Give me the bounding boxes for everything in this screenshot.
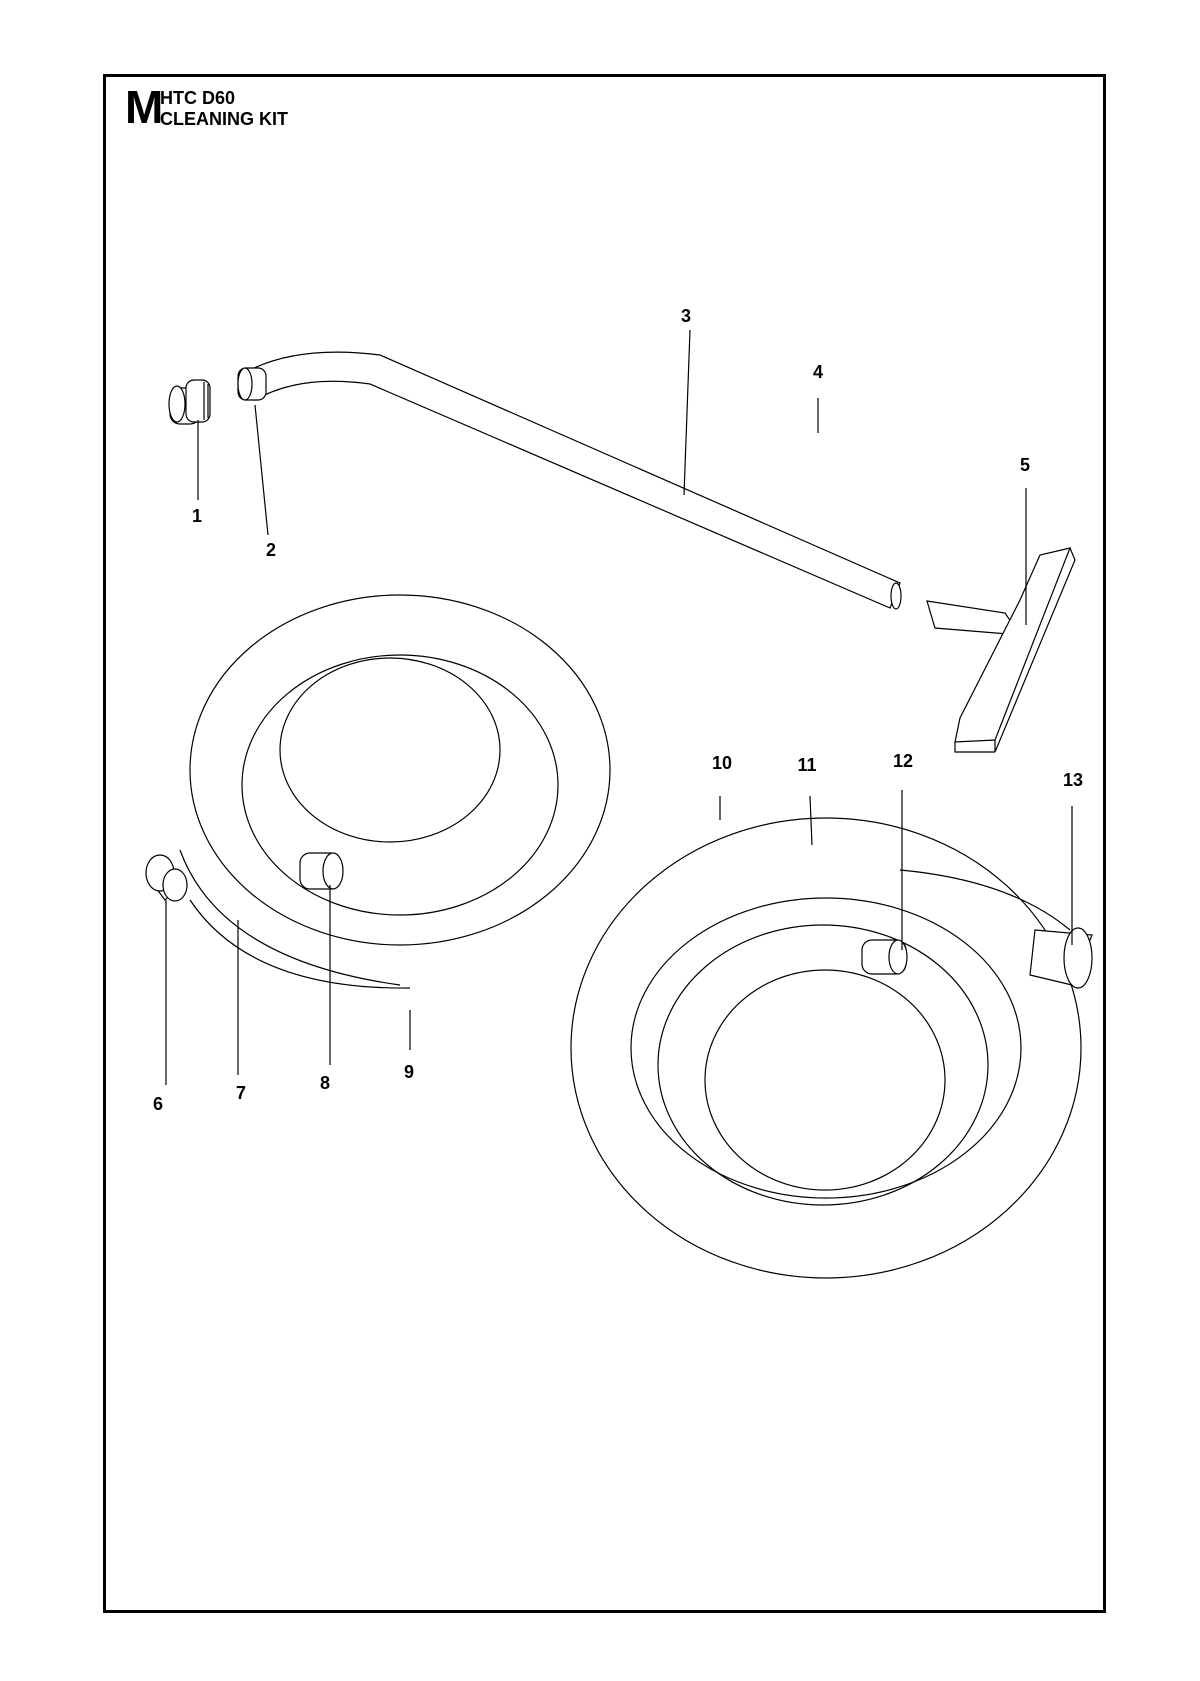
section-letter: M [125,81,164,133]
callout-9: 9 [404,1062,414,1082]
callout-numbers: 1 2 3 4 5 6 7 8 9 10 11 12 13 [153,306,1083,1114]
callout-5: 5 [1020,455,1030,475]
callout-12: 12 [893,751,913,771]
part-5-floor-nozzle [926,547,1076,753]
page-border [103,74,1106,1613]
callout-8: 8 [320,1073,330,1093]
callout-4: 4 [813,362,823,382]
callout-1: 1 [192,506,202,526]
hose-assembly-left [145,594,611,989]
callout-2: 2 [266,540,276,560]
callout-3: 3 [681,306,691,326]
part-2-cuff [237,367,267,401]
callout-7: 7 [236,1083,246,1103]
hose-assembly-right [570,817,1093,1279]
callout-13: 13 [1063,770,1083,790]
model-name: HTC D60 [160,88,236,108]
part-1-coupling [168,379,211,425]
callout-10: 10 [712,753,732,773]
diagram-title: CLEANING KIT [160,109,288,129]
callout-leaders [165,329,1073,1085]
part-3-wand-tube [249,351,902,610]
callout-6: 6 [153,1094,163,1114]
callout-11: 11 [797,755,816,775]
